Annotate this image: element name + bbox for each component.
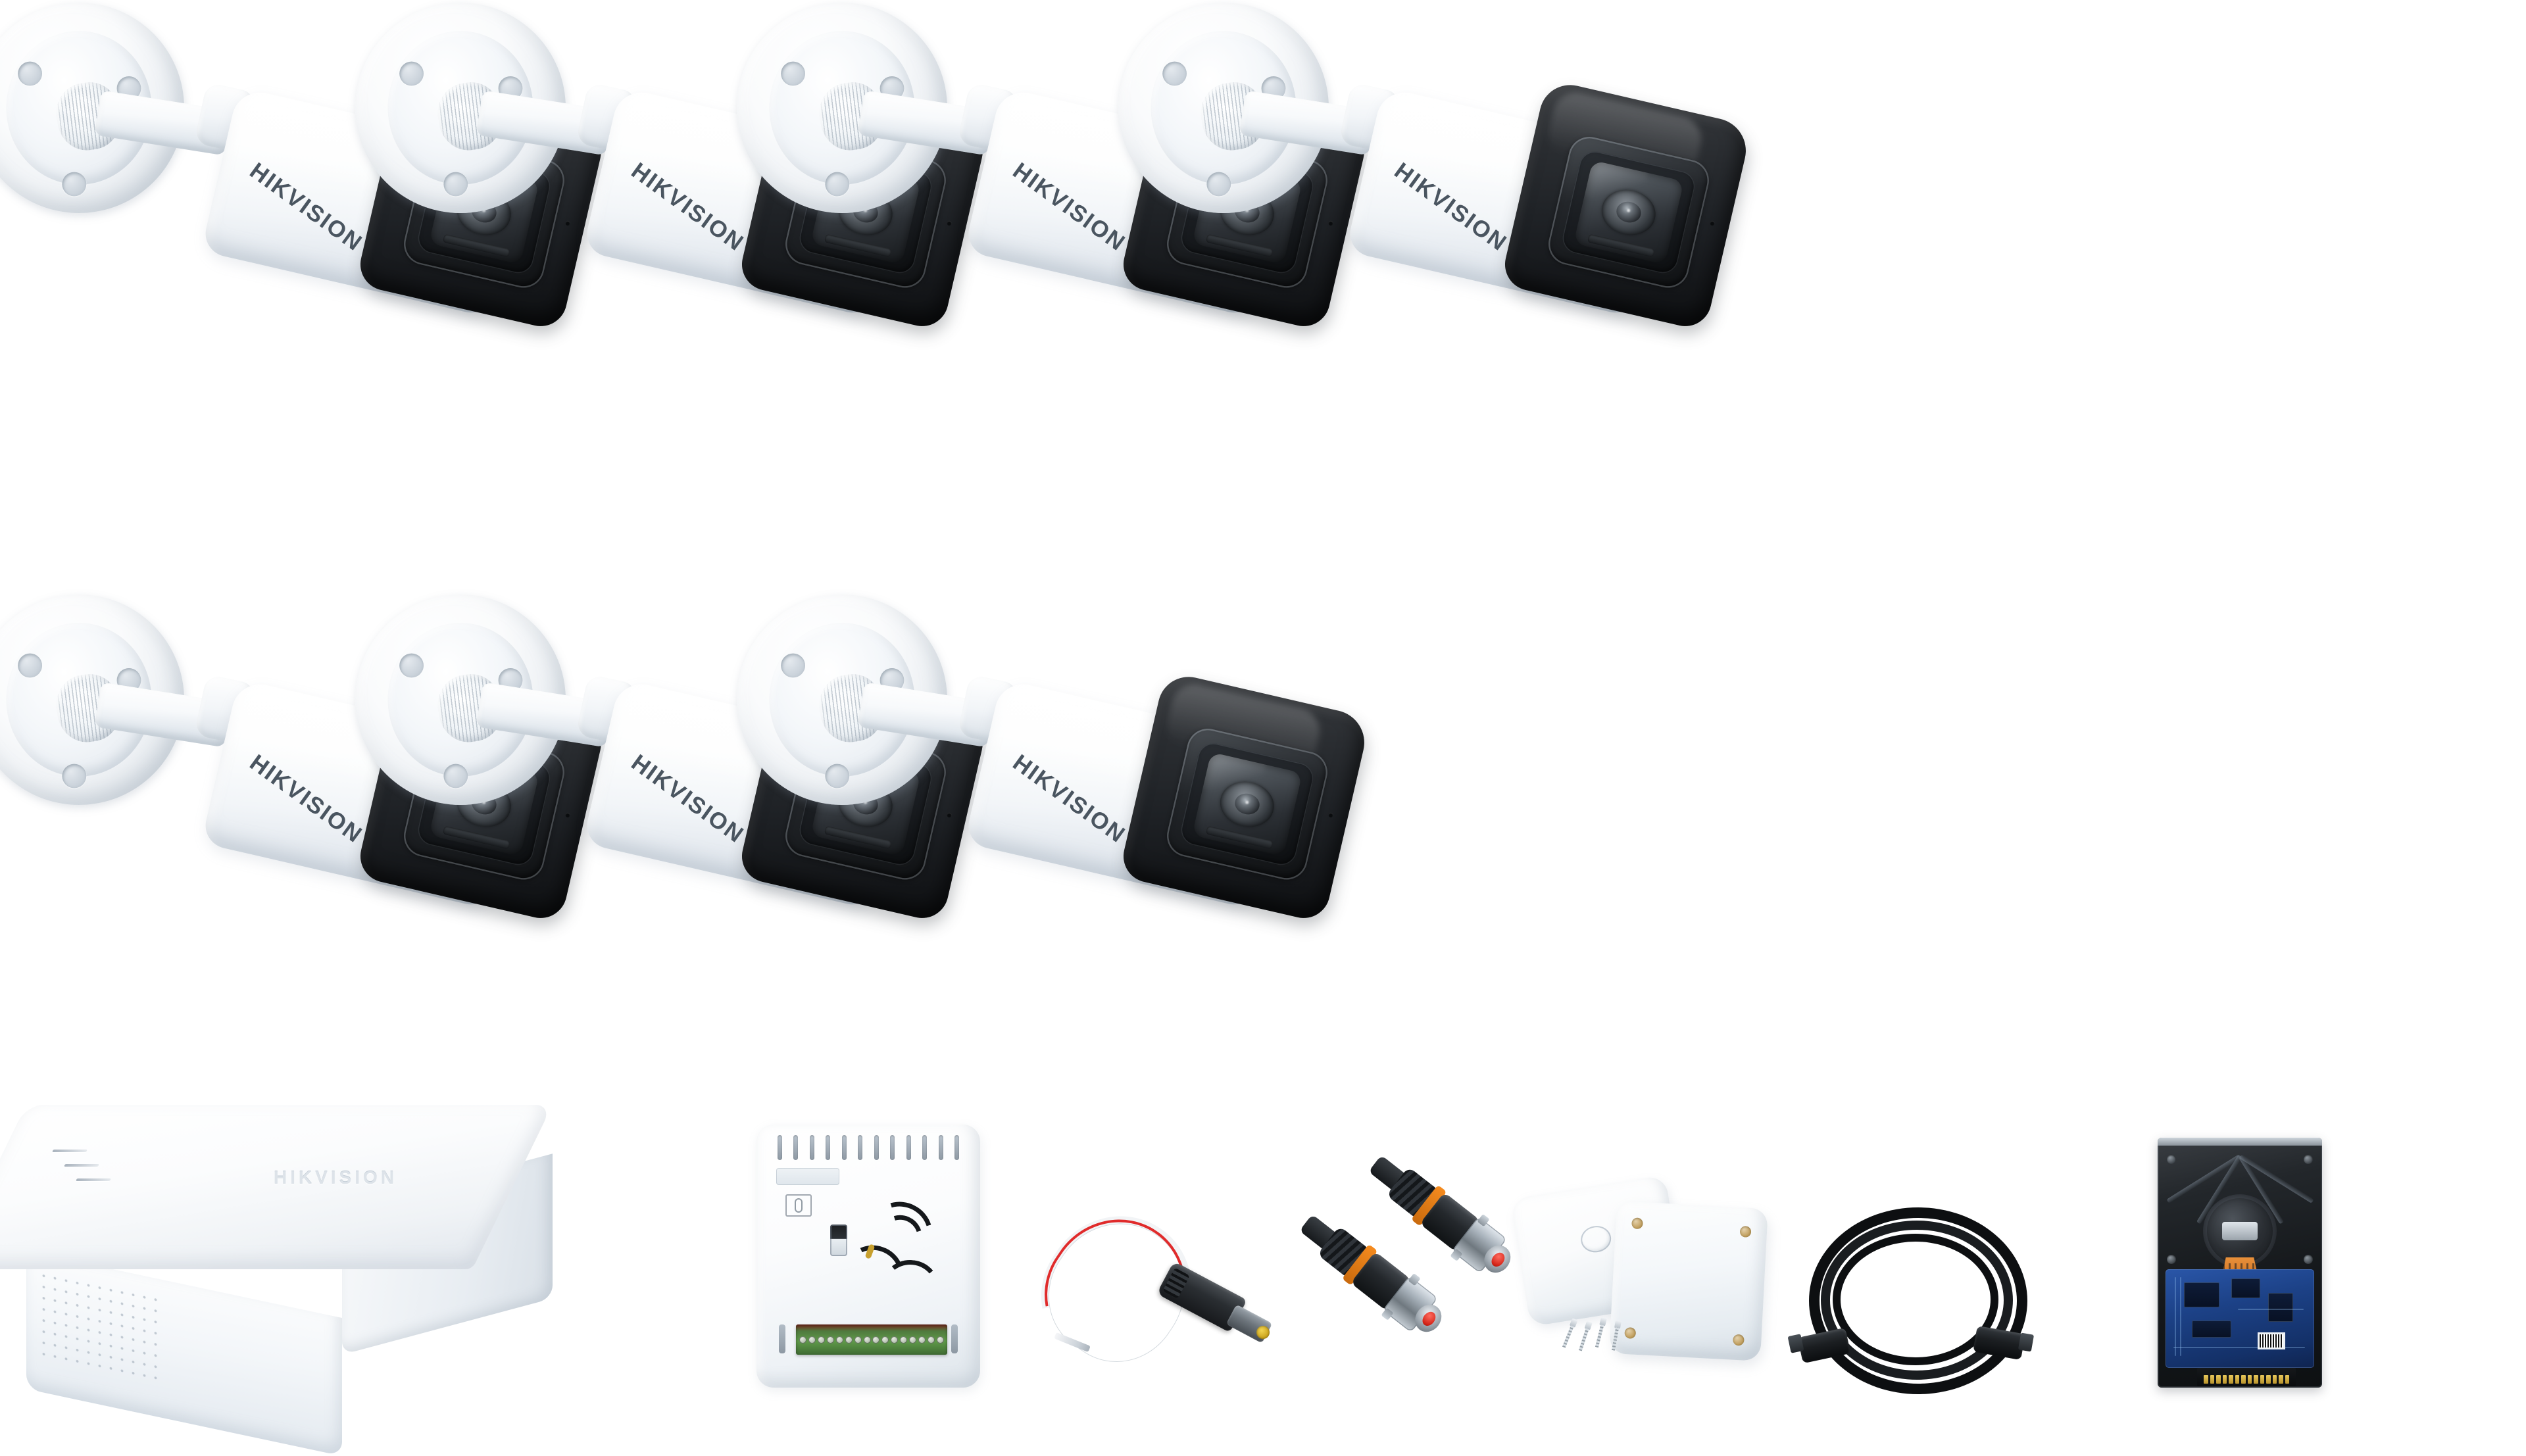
hdmi-cable [1787, 1203, 2035, 1394]
power-supply-box [756, 1125, 980, 1388]
lens-core [1232, 791, 1262, 817]
psu-model-label [776, 1168, 839, 1185]
psu-vent-slots [778, 1135, 959, 1160]
dvr-brand-emboss: HIKVISION [273, 1167, 398, 1188]
hdmi-connector-tip [2018, 1332, 2035, 1352]
mount-screw-hole [399, 61, 424, 86]
hard-disk-drive [2158, 1138, 2322, 1388]
hdd-mount-screw [2304, 1155, 2313, 1164]
psu-side-slot [779, 1324, 785, 1353]
pcb-chip [2184, 1282, 2219, 1307]
camera-7: HIKVISION [737, 579, 1371, 1052]
dc-power-pigtail [1014, 1187, 1273, 1396]
hdd-sata-connector [2197, 1368, 2296, 1386]
mount-screw-hole [1162, 61, 1187, 86]
hdd-mount-screw [2304, 1255, 2313, 1264]
hdd-casting [2158, 1138, 2322, 1388]
pcb-trace [2180, 1277, 2181, 1356]
dvr-led-indicator [64, 1164, 99, 1167]
mount-screw-hole [443, 172, 468, 197]
pcb-chip [2192, 1321, 2231, 1338]
hdd-mount-screw [2167, 1255, 2176, 1264]
mounting-screw [1577, 1321, 1593, 1352]
mount-screw-hole [825, 172, 850, 197]
junction-box-screw-hole [1624, 1327, 1637, 1339]
hdd-hub-label [2222, 1222, 2258, 1240]
psu-terminal-block [796, 1324, 947, 1355]
mount-screw-hole [443, 764, 468, 789]
lens-glint [1245, 800, 1250, 805]
junction-box [1510, 1175, 1770, 1394]
lens-bezel-inner [1560, 148, 1698, 277]
hdd-spindle-hub [2203, 1194, 2277, 1268]
dvr-top-panel: HIKVISION [0, 1105, 553, 1269]
mount-screw-hole [62, 172, 87, 197]
hdd-mount-screw [2167, 1155, 2176, 1164]
product-image-stage: HIKVISION [0, 0, 2526, 1420]
pcb-chip [2268, 1293, 2293, 1322]
ir-illuminator-slot [1205, 825, 1274, 850]
mount-screw-hole [18, 653, 42, 678]
camera-5: HIKVISION [0, 579, 608, 1052]
mounting-screw [1561, 1318, 1578, 1348]
cable-knockout [1579, 1224, 1613, 1255]
lens-glass [1191, 752, 1303, 857]
mount-screw-hole [62, 764, 87, 789]
hdd-pcb [2166, 1269, 2314, 1368]
junction-box-base [1609, 1201, 1768, 1361]
junction-box-screw-hole [1739, 1225, 1752, 1238]
mounting-screw [1594, 1317, 1607, 1348]
psu-side-slot [951, 1324, 958, 1353]
dvr-led-indicator [76, 1178, 111, 1181]
mount-screw-hole [399, 653, 424, 678]
pcb-chip [2231, 1278, 2260, 1298]
lens-bezel-inner [1178, 740, 1316, 869]
mount-screw-hole [18, 61, 42, 86]
lens-glint [1626, 208, 1631, 213]
dvr-recorder: HIKVISION [0, 1098, 579, 1456]
psu-power-switch[interactable] [830, 1225, 847, 1256]
microphone-icon [1709, 220, 1716, 226]
pcb-trace [2175, 1277, 2176, 1356]
camera-2: HIKVISION [355, 0, 989, 460]
mount-screw-hole [781, 653, 805, 678]
lens-core [1614, 199, 1644, 226]
dvr-led-indicator [52, 1150, 87, 1152]
mount-screw-hole [1206, 172, 1231, 197]
camera-6: HIKVISION [355, 579, 989, 1052]
pcb-datamatrix-code [2258, 1332, 2285, 1349]
junction-box-screw-hole [1631, 1217, 1643, 1230]
microphone-icon [1327, 812, 1334, 818]
ir-illuminator-slot [1587, 233, 1655, 258]
camera-4: HIKVISION [1118, 0, 1752, 460]
camera-1: HIKVISION [0, 0, 608, 460]
mount-screw-hole [825, 764, 850, 789]
camera-mount [355, 595, 566, 805]
lens-glass [1573, 160, 1685, 265]
pcb-trace [2173, 1347, 2305, 1348]
mount-screw-hole [781, 61, 805, 86]
pcb-trace [2238, 1309, 2304, 1310]
junction-box-screw-hole [1732, 1334, 1745, 1346]
camera-3: HIKVISION [737, 0, 1371, 460]
psu-certification-icon [785, 1194, 812, 1217]
hdd-top-edge [2158, 1138, 2322, 1146]
dc-center-pin [1256, 1326, 1270, 1339]
camera-mount [0, 595, 184, 805]
